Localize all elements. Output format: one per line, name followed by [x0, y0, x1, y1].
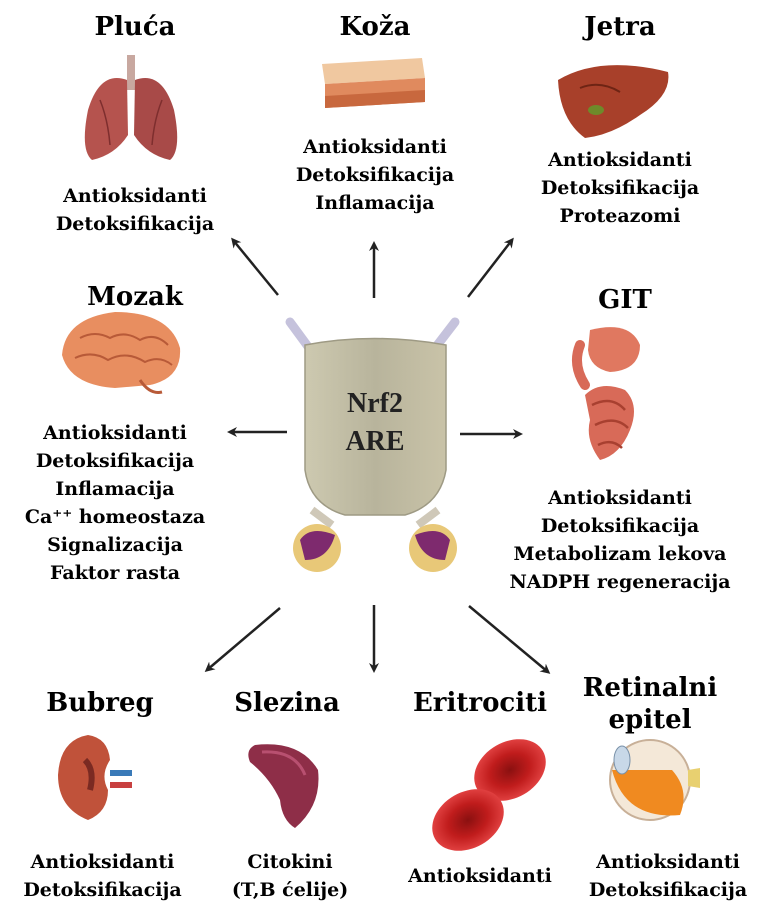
function-item: Antioksidanti	[20, 182, 250, 210]
title-line-1: Retinalni	[570, 672, 730, 704]
function-item: Detoksifikacija	[565, 876, 771, 904]
function-item: Antioksidanti	[565, 848, 771, 876]
arrow-to-eritrociti	[469, 606, 548, 672]
function-item: Signalizacija	[0, 531, 230, 559]
function-item: Antioksidanti	[480, 484, 760, 512]
function-item: Faktor rasta	[0, 559, 230, 587]
organ-functions-slezina: Citokini (T,B ćelije)	[215, 848, 365, 904]
function-item: Detoksifikacija	[0, 447, 230, 475]
function-item: Detoksifikacija	[0, 876, 205, 904]
function-item: Antioksidanti	[260, 133, 490, 161]
arrow-to-bubreg	[207, 608, 280, 670]
function-item: Ca⁺⁺ homeostaza	[0, 503, 230, 531]
function-item: Antioksidanti	[0, 848, 205, 876]
organ-title-koza: Koža	[300, 12, 450, 42]
arrow-to-pluca	[233, 240, 278, 295]
organ-title-eritrociti: Eritrociti	[400, 688, 560, 718]
organ-title-jetra: Jetra	[545, 12, 695, 42]
function-item: Antioksidanti	[380, 862, 580, 890]
organ-title-pluca: Pluća	[60, 12, 210, 42]
organ-functions-koza: Antioksidanti Detoksifikacija Inflamacij…	[260, 133, 490, 217]
arrow-to-jetra	[468, 240, 512, 297]
function-item: Citokini	[215, 848, 365, 876]
kidney-icon	[58, 735, 132, 820]
organ-functions-pluca: Antioksidanti Detoksifikacija	[20, 182, 250, 238]
organ-title-git: GIT	[560, 285, 690, 315]
eye-icon	[610, 740, 700, 820]
organ-functions-mozak: Antioksidanti Detoksifikacija Inflamacij…	[0, 419, 230, 587]
function-item: Antioksidanti	[500, 146, 740, 174]
organ-title-retinalni: Retinalni epitel	[570, 672, 730, 736]
center-line-1: Nrf2	[320, 385, 430, 423]
function-item: (T,B ćelije)	[215, 876, 365, 904]
organ-functions-git: Antioksidanti Detoksifikacija Metaboliza…	[480, 484, 760, 596]
function-item: Detoksifikacija	[480, 512, 760, 540]
center-line-2: ARE	[320, 423, 430, 461]
skin-icon	[322, 58, 425, 108]
organ-title-bubreg: Bubreg	[25, 688, 175, 718]
organ-functions-eritrociti: Antioksidanti	[380, 862, 580, 890]
organ-functions-retinalni: Antioksidanti Detoksifikacija	[565, 848, 771, 904]
spleen-icon	[248, 744, 318, 828]
function-item: Inflamacija	[260, 189, 490, 217]
organ-title-slezina: Slezina	[212, 688, 362, 718]
function-item: NADPH regeneracija	[480, 568, 760, 596]
lungs-icon	[85, 55, 177, 160]
organ-title-mozak: Mozak	[50, 282, 220, 312]
function-item: Metabolizam lekova	[480, 540, 760, 568]
function-item: Proteazomi	[500, 202, 740, 230]
organ-functions-bubreg: Antioksidanti Detoksifikacija	[0, 848, 205, 904]
title-line-2: epitel	[570, 704, 730, 736]
function-item: Detoksifikacija	[260, 161, 490, 189]
rbc-icon	[421, 727, 557, 863]
function-item: Detoksifikacija	[500, 174, 740, 202]
git-icon	[577, 327, 640, 460]
organ-functions-jetra: Antioksidanti Detoksifikacija Proteazomi	[500, 146, 740, 230]
function-item: Detoksifikacija	[20, 210, 250, 238]
nrf2-are-label: Nrf2 ARE	[320, 385, 430, 461]
brain-icon	[62, 312, 180, 393]
function-item: Inflamacija	[0, 475, 230, 503]
liver-icon	[558, 65, 668, 138]
function-item: Antioksidanti	[0, 419, 230, 447]
